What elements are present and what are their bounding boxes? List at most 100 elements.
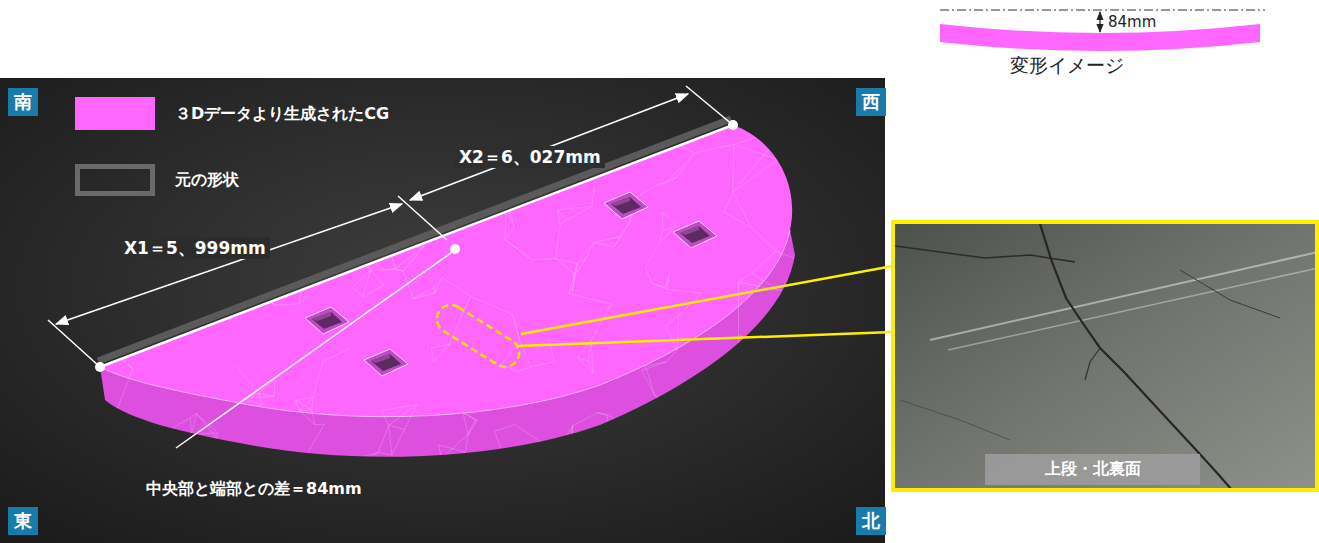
slab-opening xyxy=(604,192,648,219)
mesh-line xyxy=(274,140,290,163)
mesh-line xyxy=(174,284,187,292)
mesh-line xyxy=(561,446,571,450)
mesh-line xyxy=(605,457,613,471)
mesh-line xyxy=(238,285,250,302)
mesh-line xyxy=(666,177,677,183)
mesh-line xyxy=(695,144,734,152)
mesh-line xyxy=(228,130,239,159)
mesh-line xyxy=(434,344,449,362)
mesh-line xyxy=(733,127,788,193)
mesh-line xyxy=(196,414,217,433)
mesh-line xyxy=(126,468,168,472)
node-text: 東 xyxy=(13,510,33,532)
deflection-value: 84mm xyxy=(1108,13,1156,31)
mesh-line xyxy=(378,452,392,454)
mesh-line xyxy=(317,253,319,285)
mesh-line xyxy=(741,383,749,397)
mesh-line xyxy=(371,270,384,285)
mesh-line xyxy=(508,466,542,469)
mesh-line xyxy=(110,314,118,356)
slab-top xyxy=(100,125,792,417)
mesh-line xyxy=(558,206,592,209)
mesh-line xyxy=(431,348,433,362)
mesh-line xyxy=(290,140,308,148)
mesh-line xyxy=(465,434,468,452)
mesh-line xyxy=(605,472,659,474)
mesh-line xyxy=(800,260,802,292)
crack-photo xyxy=(893,222,1318,490)
mesh-line xyxy=(714,397,749,419)
mesh-line xyxy=(113,351,118,356)
mesh-line xyxy=(105,345,118,356)
mesh-line xyxy=(190,418,191,435)
mesh-line xyxy=(347,251,366,260)
mesh-line xyxy=(577,357,593,373)
mesh-line xyxy=(187,293,196,311)
mesh-line xyxy=(110,314,113,351)
mesh-line xyxy=(378,425,388,452)
mesh-line xyxy=(733,160,779,192)
mesh-line xyxy=(304,459,346,462)
mesh-line xyxy=(659,177,677,184)
mesh-line xyxy=(752,228,776,251)
mesh-line xyxy=(275,304,299,305)
mesh-line xyxy=(594,243,614,247)
mesh-line xyxy=(539,441,561,446)
mesh-line xyxy=(724,192,733,212)
mesh-line xyxy=(746,428,747,461)
mesh-line xyxy=(561,437,571,445)
mesh-line xyxy=(747,397,749,429)
mesh-line xyxy=(164,159,182,162)
mesh-line xyxy=(577,243,594,264)
mesh-line xyxy=(632,428,659,474)
mesh-line xyxy=(259,379,275,394)
mesh-line xyxy=(505,199,507,239)
mesh-line xyxy=(308,148,321,157)
mesh-line xyxy=(779,290,802,292)
mesh-line xyxy=(442,278,470,297)
mesh-line xyxy=(105,314,110,345)
mesh-line xyxy=(749,397,788,401)
mesh-line xyxy=(180,159,182,170)
mesh-line xyxy=(747,428,757,450)
mesh-line xyxy=(738,282,739,334)
mesh-line xyxy=(179,310,196,311)
mesh-line xyxy=(393,269,403,271)
mesh-line xyxy=(570,437,571,449)
mesh-line xyxy=(348,452,379,469)
mesh-line xyxy=(783,358,784,367)
mesh-line xyxy=(512,314,520,341)
mesh-line xyxy=(204,130,227,146)
mesh-line xyxy=(667,272,670,289)
mesh-line xyxy=(101,212,107,231)
mesh-line xyxy=(591,304,612,341)
mesh-line xyxy=(570,437,604,471)
mesh-line xyxy=(646,267,652,283)
mesh-line xyxy=(389,425,392,455)
legend-text: 元の形状 xyxy=(175,170,239,189)
legend-outline-sample xyxy=(75,164,155,196)
mesh-line xyxy=(733,144,734,192)
mesh-line xyxy=(203,130,228,146)
mesh-line xyxy=(500,192,507,199)
mesh-line xyxy=(174,284,196,310)
mesh-line xyxy=(414,293,435,299)
mesh-line xyxy=(654,395,660,403)
legend-color-swatch xyxy=(75,97,155,130)
mesh-line xyxy=(662,212,664,230)
mesh-line xyxy=(738,334,741,383)
mesh-line xyxy=(300,397,314,411)
node-text: 北 xyxy=(861,510,881,532)
mesh-line xyxy=(662,212,676,226)
mesh-line xyxy=(569,263,577,293)
mesh-line xyxy=(274,379,276,397)
mesh-line xyxy=(156,434,162,451)
measure-point xyxy=(95,362,105,372)
mesh-line xyxy=(389,405,417,426)
mesh-line xyxy=(786,260,800,283)
mesh-line xyxy=(573,413,597,426)
mesh-line xyxy=(571,449,605,471)
mesh-line xyxy=(392,429,405,454)
mesh-line xyxy=(598,412,607,414)
mesh-line xyxy=(591,341,593,374)
